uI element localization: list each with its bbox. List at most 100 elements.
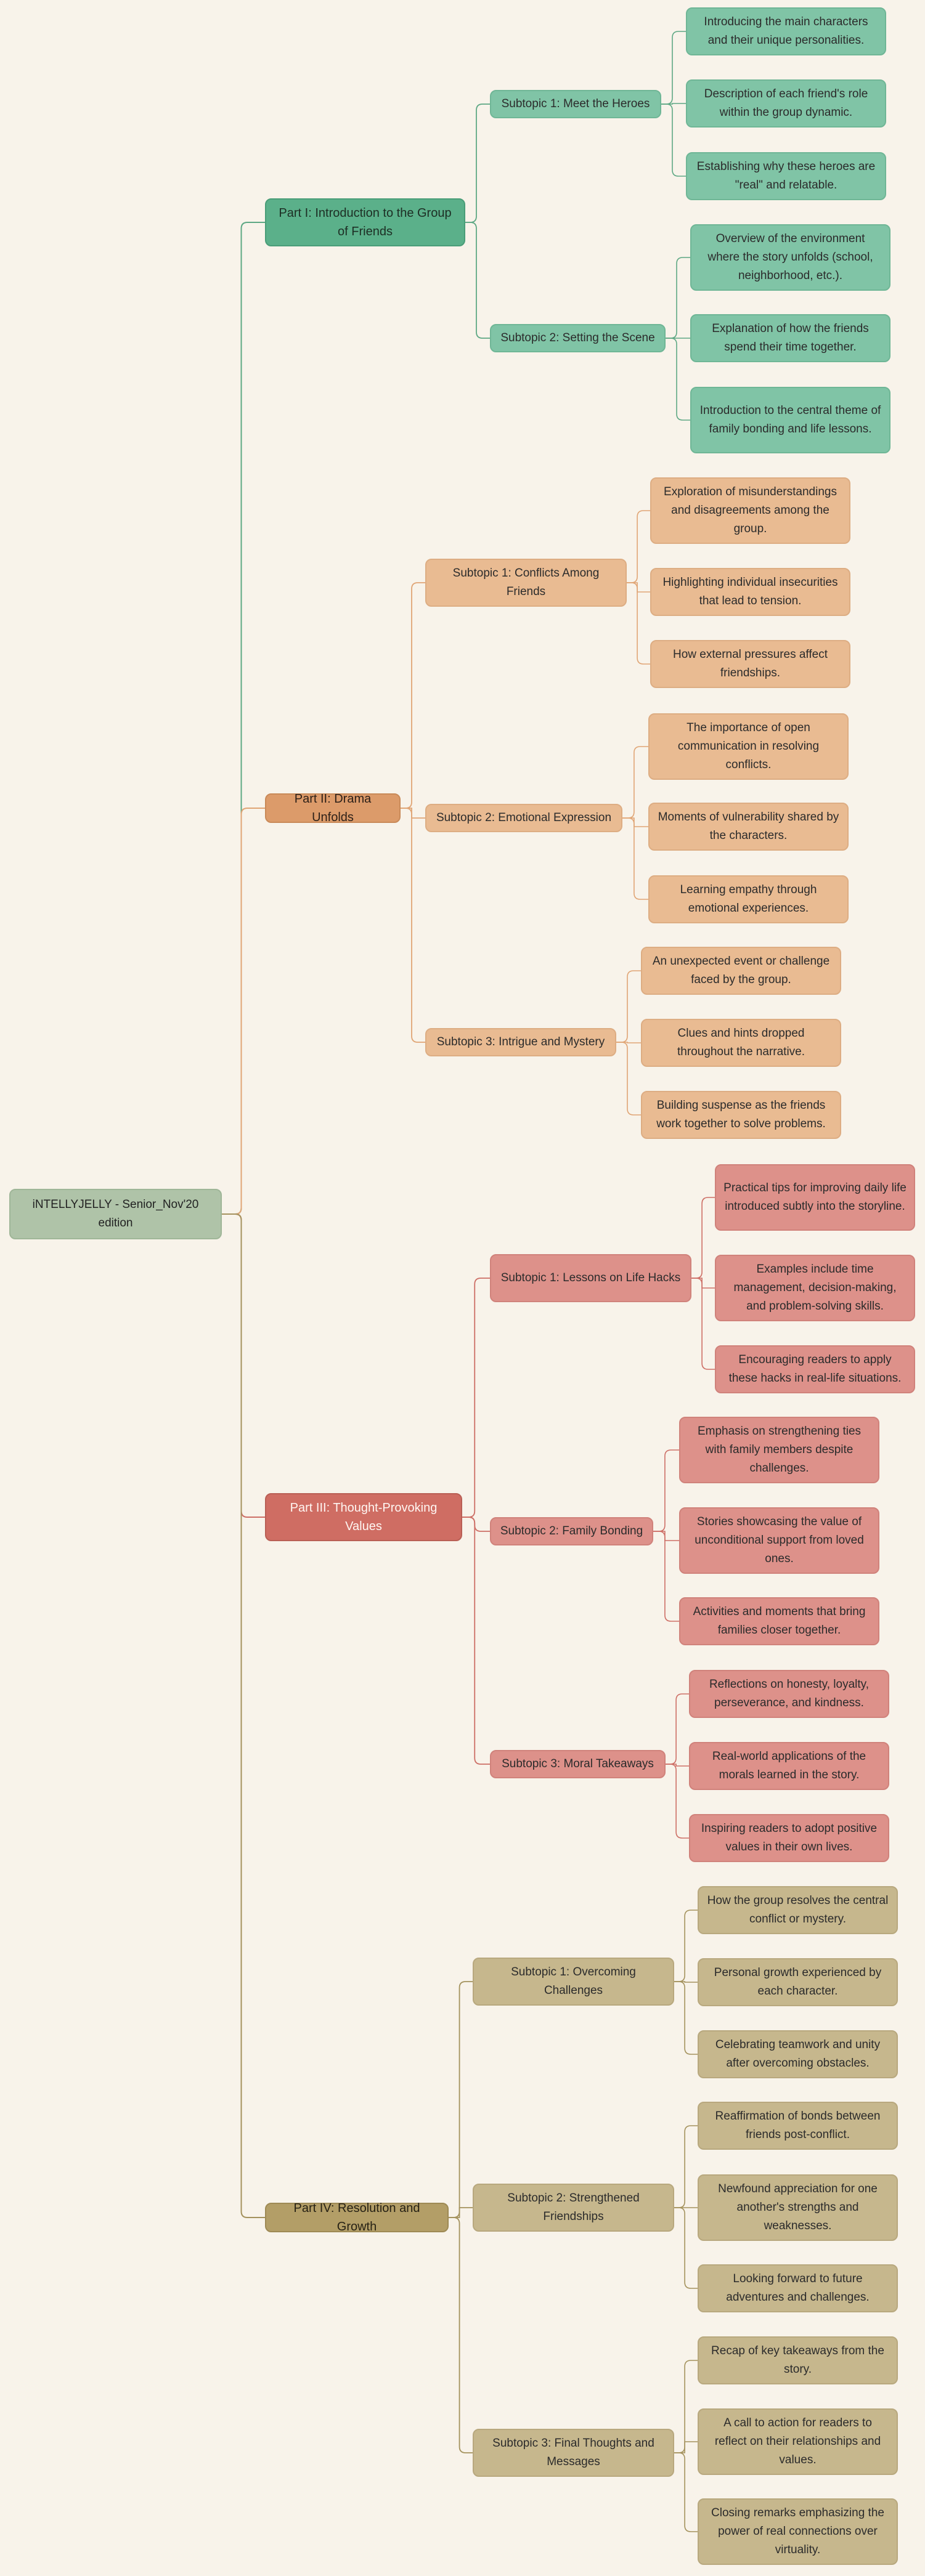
part-3-subtopic-2-item-3-label: Activities and moments that bring famili… (693, 1605, 866, 1637)
part-3-subtopic-1-item-1[interactable]: Practical tips for improving daily life … (715, 1164, 915, 1231)
part-3-node-label: Part III: Thought-Provoking Values (290, 1501, 438, 1533)
part-2-subtopic-3-item-1[interactable]: An unexpected event or challenge faced b… (641, 947, 841, 995)
part-2-connector-3 (401, 808, 425, 1043)
part-1-subtopic-1-item-1-label: Introducing the main characters and thei… (704, 15, 868, 47)
part-3-subtopic-2[interactable]: Subtopic 2: Family Bonding (490, 1517, 653, 1545)
part-1-subtopic-2-item-3[interactable]: Introduction to the central theme of fam… (690, 387, 890, 453)
part-3-node[interactable]: Part III: Thought-Provoking Values (265, 1493, 462, 1541)
part-3-subtopic-1-label: Subtopic 1: Lessons on Life Hacks (500, 1271, 681, 1284)
subtopic-3-1-connector-2 (691, 1278, 715, 1289)
part-2-subtopic-1-label: Subtopic 1: Conflicts Among Friends (452, 567, 600, 598)
part-4-subtopic-1-item-1-label: How the group resolves the central confl… (707, 1894, 889, 1926)
subtopic-2-3-connector-3 (616, 1042, 641, 1116)
subtopic-4-1-connector-1 (674, 1910, 698, 1982)
subtopic-3-2-connector-2 (653, 1531, 679, 1541)
part-2-subtopic-1-item-2[interactable]: Highlighting individual insecurities tha… (650, 568, 850, 616)
part-3-subtopic-1-item-1-label: Practical tips for improving daily life … (723, 1181, 907, 1213)
part-4-node-label: Part IV: Resolution and Growth (293, 2201, 420, 2234)
subtopic-4-3-connector-3 (674, 2452, 698, 2532)
part-3-subtopic-2-item-3[interactable]: Activities and moments that bring famili… (679, 1597, 879, 1645)
part-4-subtopic-3-item-1[interactable]: Recap of key takeaways from the story. (698, 2336, 898, 2384)
subtopic-4-2-connector-3 (674, 2207, 698, 2289)
part-1-subtopic-1-item-3[interactable]: Establishing why these heroes are "real"… (686, 152, 886, 200)
part-4-subtopic-2-item-1-label: Reaffirmation of bonds between friends p… (715, 2110, 881, 2141)
subtopic-4-2-connector-1 (674, 2125, 698, 2208)
part-3-subtopic-3-item-3[interactable]: Inspiring readers to adopt positive valu… (689, 1814, 889, 1862)
part-2-subtopic-2-item-3[interactable]: Learning empathy through emotional exper… (648, 875, 849, 923)
part-4-connector-2 (449, 2207, 473, 2218)
root-part-4-connector-1 (222, 1213, 265, 2218)
part-4-subtopic-1-item-2-label: Personal growth experienced by each char… (714, 1966, 882, 1998)
part-4-connector-3 (449, 2217, 473, 2453)
part-1-subtopic-1-label: Subtopic 1: Meet the Heroes (501, 97, 650, 110)
part-4-subtopic-3-item-2[interactable]: A call to action for readers to reflect … (698, 2408, 898, 2475)
part-3-subtopic-1[interactable]: Subtopic 1: Lessons on Life Hacks (490, 1254, 691, 1302)
part-2-subtopic-2-item-2[interactable]: Moments of vulnerability shared by the c… (648, 803, 849, 851)
part-4-subtopic-3-item-3[interactable]: Closing remarks emphasizing the power of… (698, 2498, 898, 2565)
part-4-subtopic-2-item-3[interactable]: Looking forward to future adventures and… (698, 2264, 898, 2312)
part-1-subtopic-2-item-1[interactable]: Overview of the environment where the st… (690, 224, 890, 291)
part-1-subtopic-1-item-2-label: Description of each friend's role within… (704, 87, 868, 119)
part-1-subtopic-2-item-3-label: Introduction to the central theme of fam… (699, 404, 881, 435)
subtopic-2-1-connector-1 (627, 510, 650, 583)
part-3-subtopic-3-item-2[interactable]: Real-world applications of the morals le… (689, 1742, 889, 1790)
part-1-subtopic-1-item-3-label: Establishing why these heroes are "real"… (696, 160, 876, 192)
part-4-node[interactable]: Part IV: Resolution and Growth (265, 2201, 449, 2234)
part-3-subtopic-2-item-1[interactable]: Emphasis on strengthening ties with fami… (679, 1417, 879, 1483)
part-4-subtopic-1-label: Subtopic 1: Overcoming Challenges (511, 1966, 636, 1997)
subtopic-3-3-connector-3 (666, 1764, 689, 1839)
part-2-subtopic-1-item-3-label: How external pressures affect friendship… (673, 648, 828, 679)
part-2-subtopic-2[interactable]: Subtopic 2: Emotional Expression (425, 804, 622, 832)
part-4-subtopic-2-item-2-label: Newfound appreciation for one another's … (718, 2182, 878, 2232)
part-1-subtopic-1[interactable]: Subtopic 1: Meet the Heroes (490, 90, 661, 118)
part-4-subtopic-1-item-3[interactable]: Celebrating teamwork and unity after ove… (698, 2030, 898, 2078)
subtopic-4-3-connector-1 (674, 2360, 698, 2453)
part-3-subtopic-2-label: Subtopic 2: Family Bonding (500, 1525, 643, 1537)
part-3-subtopic-1-item-2[interactable]: Examples include time management, decisi… (715, 1255, 915, 1321)
part-4-subtopic-1-item-1[interactable]: How the group resolves the central confl… (698, 1886, 898, 1934)
part-2-subtopic-1-item-1[interactable]: Exploration of misunderstandings and dis… (650, 477, 850, 544)
part-3-subtopic-2-item-2-label: Stories showcasing the value of uncondit… (695, 1515, 864, 1565)
subtopic-3-1-connector-1 (691, 1197, 715, 1279)
part-2-subtopic-3-label: Subtopic 3: Intrigue and Mystery (436, 1035, 605, 1048)
subtopic-3-3-connector-1 (666, 1693, 689, 1765)
part-3-subtopic-3[interactable]: Subtopic 3: Moral Takeaways (490, 1750, 666, 1778)
part-1-subtopic-2-item-2[interactable]: Explanation of how the friends spend the… (690, 314, 890, 362)
part-2-node[interactable]: Part II: Drama Unfolds (265, 792, 401, 824)
part-1-subtopic-2[interactable]: Subtopic 2: Setting the Scene (490, 324, 666, 352)
part-4-subtopic-3-item-2-label: A call to action for readers to reflect … (714, 2416, 881, 2466)
subtopic-1-1-connector-1 (661, 31, 686, 105)
part-3-connector-1 (462, 1278, 490, 1518)
part-4-subtopic-3[interactable]: Subtopic 3: Final Thoughts and Messages (473, 2429, 674, 2477)
part-1-subtopic-2-item-1-label: Overview of the environment where the st… (707, 232, 873, 282)
subtopic-2-2-connector-3 (622, 817, 648, 900)
subtopic-3-2-connector-3 (653, 1531, 679, 1622)
subtopic-1-1-connector-3 (661, 103, 686, 177)
part-1-subtopic-1-item-2[interactable]: Description of each friend's role within… (686, 79, 886, 128)
part-1-node[interactable]: Part I: Introduction to the Group of Fri… (265, 198, 465, 246)
part-1-subtopic-2-label: Subtopic 2: Setting the Scene (500, 331, 655, 344)
part-2-subtopic-1-item-3[interactable]: How external pressures affect friendship… (650, 640, 850, 688)
part-2-subtopic-3[interactable]: Subtopic 3: Intrigue and Mystery (425, 1028, 616, 1056)
part-3-subtopic-3-item-1[interactable]: Reflections on honesty, loyalty, perseve… (689, 1670, 889, 1718)
part-2-subtopic-2-item-1[interactable]: The importance of open communication in … (648, 713, 849, 780)
part-1-subtopic-1-item-1[interactable]: Introducing the main characters and thei… (686, 7, 886, 55)
part-2-subtopic-2-item-3-label: Learning empathy through emotional exper… (680, 883, 817, 915)
part-3-subtopic-1-item-3-label: Encouraging readers to apply these hacks… (728, 1353, 902, 1385)
part-2-subtopic-1[interactable]: Subtopic 1: Conflicts Among Friends (425, 559, 627, 607)
part-2-subtopic-3-item-2[interactable]: Clues and hints dropped throughout the n… (641, 1019, 841, 1067)
part-3-subtopic-2-item-2[interactable]: Stories showcasing the value of uncondit… (679, 1507, 879, 1574)
part-1-subtopic-2-item-2-label: Explanation of how the friends spend the… (712, 322, 869, 354)
part-4-subtopic-2-item-2[interactable]: Newfound appreciation for one another's … (698, 2174, 898, 2241)
part-2-subtopic-3-item-3[interactable]: Building suspense as the friends work to… (641, 1091, 841, 1139)
part-4-subtopic-1[interactable]: Subtopic 1: Overcoming Challenges (473, 1958, 674, 2006)
part-3-subtopic-2-item-1-label: Emphasis on strengthening ties with fami… (697, 1425, 862, 1475)
part-4-subtopic-1-item-2[interactable]: Personal growth experienced by each char… (698, 1958, 898, 2006)
part-4-subtopic-2[interactable]: Subtopic 2: Strengthened Friendships (473, 2184, 674, 2232)
part-4-subtopic-2-item-3-label: Looking forward to future adventures and… (726, 2272, 870, 2304)
subtopic-2-1-connector-2 (627, 582, 650, 593)
root-node[interactable]: iNTELLYJELLY - Senior_Nov'20 edition (9, 1189, 222, 1239)
part-3-subtopic-1-item-3[interactable]: Encouraging readers to apply these hacks… (715, 1345, 915, 1393)
part-1-node-label: Part I: Introduction to the Group of Fri… (279, 206, 452, 238)
part-4-subtopic-2-item-1[interactable]: Reaffirmation of bonds between friends p… (698, 2102, 898, 2150)
